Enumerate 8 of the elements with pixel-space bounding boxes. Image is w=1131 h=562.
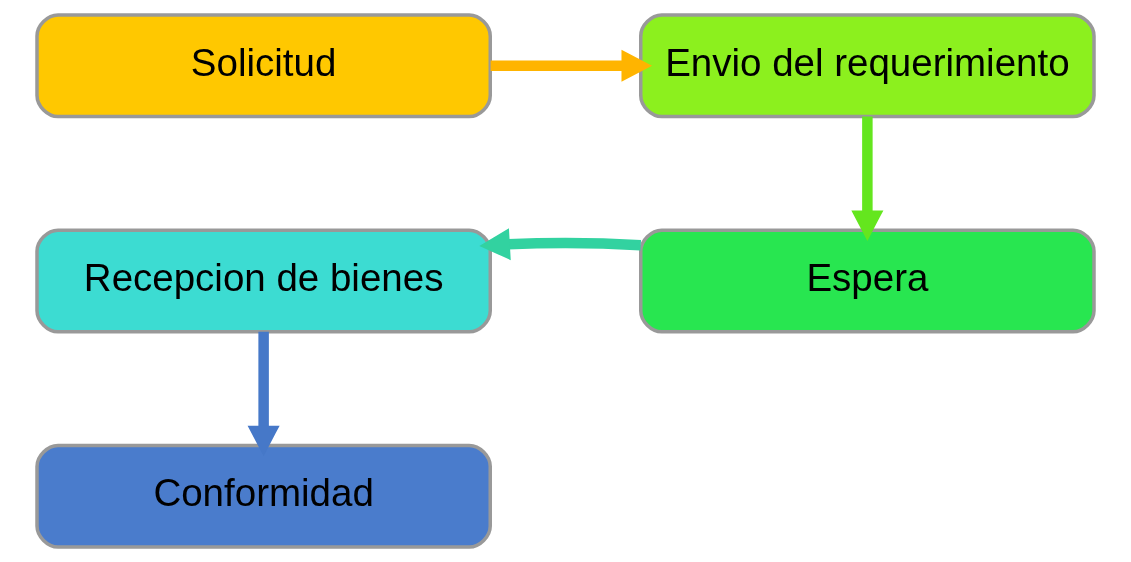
arrow	[479, 228, 642, 261]
node-box: Solicitud	[35, 13, 492, 119]
arrow	[490, 49, 653, 82]
node-box: Envio del requerimiento	[639, 13, 1096, 119]
arrow	[851, 116, 884, 241]
node-box: Espera	[639, 228, 1096, 334]
node-box: Recepcion de bienes	[35, 228, 492, 334]
node-box: Conformidad	[35, 443, 492, 549]
